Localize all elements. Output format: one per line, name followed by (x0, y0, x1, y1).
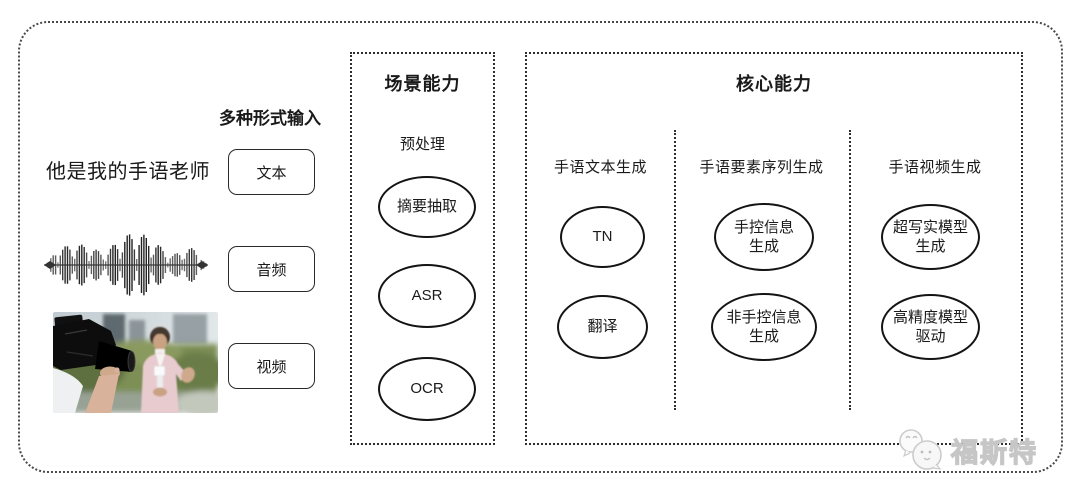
node-summary-extraction: 摘要抽取 (378, 176, 476, 238)
watermark: 福斯特 (896, 424, 1038, 476)
node-translation: 翻译 (557, 295, 648, 359)
camera-reporter-photo (53, 312, 218, 413)
audio-waveform-icon (44, 228, 208, 302)
node-non-manual-info-generation: 非手控信息 生成 (711, 293, 817, 361)
node-ocr: OCR (378, 357, 476, 421)
node-label-line2: 生成 (748, 238, 779, 255)
input-type-label: 音频 (256, 261, 287, 279)
input-type-label: 视频 (256, 358, 287, 376)
reporter-figure (141, 327, 195, 413)
node-label: 高精度模型 (892, 308, 968, 326)
column-divider (674, 130, 676, 410)
node-label: 超写实模型 (892, 218, 968, 236)
node-label: OCR (410, 380, 444, 398)
node-high-precision-model-drive: 高精度模型 驱动 (881, 294, 980, 360)
node-label: 手控信息 (733, 218, 794, 236)
column-label-element-sequence: 手语要素序列生成 (699, 159, 824, 176)
node-hyperreal-model-generation: 超写实模型 生成 (881, 204, 980, 270)
input-section-header: 多种形式输入 (219, 109, 321, 128)
node-label: ASR (411, 287, 443, 305)
outer-dotted-border (18, 21, 1063, 473)
node-tn: TN (560, 206, 645, 268)
column-label-text-generation: 手语文本生成 (553, 159, 647, 176)
core-capability-panel: 核心能力 手语文本生成 TN 翻译 手语要素序列生成 手控信息 生成 非手控信息… (525, 52, 1023, 445)
input-type-label: 文本 (256, 164, 287, 182)
node-label-line2: 驱动 (915, 328, 946, 345)
node-manual-info-generation: 手控信息 生成 (714, 203, 814, 271)
scene-panel-title: 场景能力 (384, 74, 461, 94)
node-label-line2: 生成 (748, 328, 779, 345)
node-label: 摘要抽取 (396, 198, 457, 216)
node-label-line2: 生成 (915, 238, 946, 255)
sample-sentence-text: 他是我的手语老师 (46, 161, 210, 183)
mascot-logo-icon (899, 429, 942, 470)
core-panel-title: 核心能力 (736, 74, 812, 94)
column-label-video-generation: 手语视频生成 (888, 159, 982, 176)
input-type-box-video: 视频 (228, 343, 315, 389)
column-divider (849, 130, 851, 410)
node-label: TN (592, 228, 613, 246)
watermark-brand-text: 福斯特 (950, 437, 1038, 468)
input-type-box-audio: 音频 (228, 246, 315, 292)
input-type-box-text: 文本 (228, 149, 315, 195)
scene-capability-panel: 场景能力 预处理 摘要抽取 ASR OCR (350, 52, 495, 445)
preprocess-label: 预处理 (399, 136, 445, 153)
node-label: 非手控信息 (726, 308, 802, 326)
node-asr: ASR (378, 264, 476, 328)
camera-figure (53, 314, 136, 413)
node-label: 翻译 (587, 318, 618, 336)
